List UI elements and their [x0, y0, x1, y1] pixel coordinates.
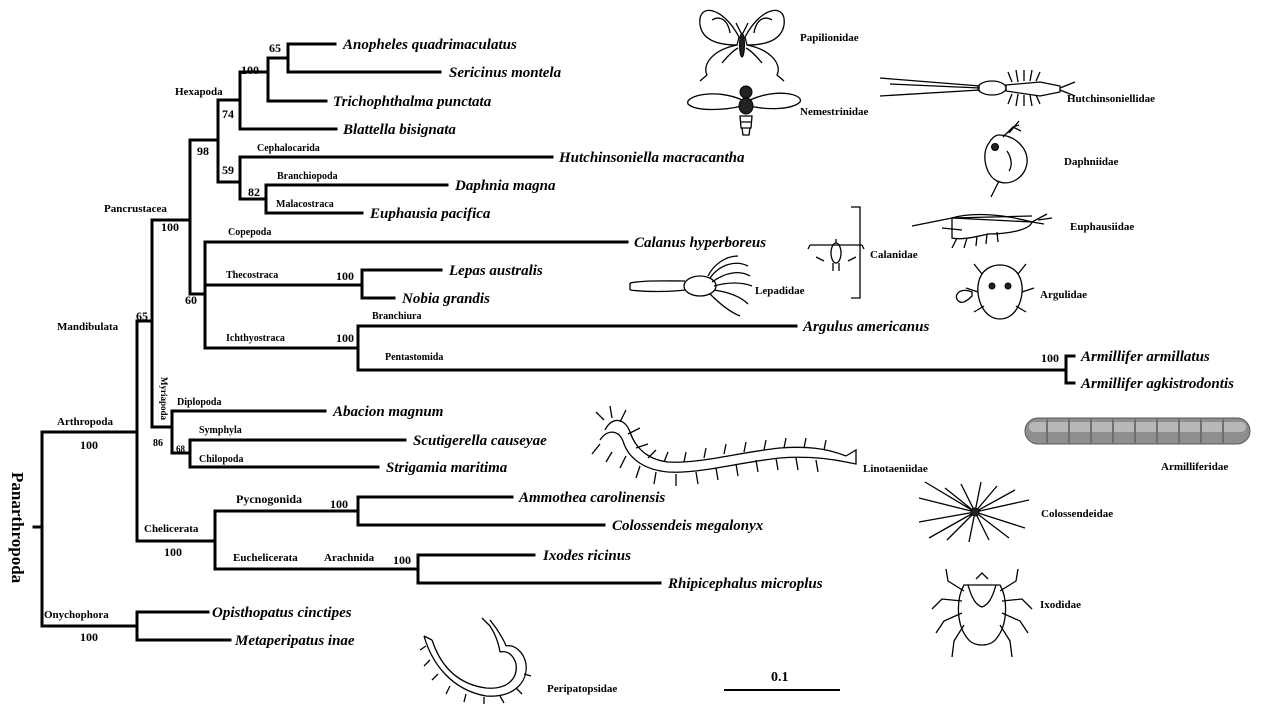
taxon-label: Rhipicephalus microplus: [667, 576, 823, 592]
taxon-label: Nobia grandis: [401, 291, 490, 307]
taxon-label: Armillifer agkistrodontis: [1080, 376, 1234, 392]
clade-label: Pentastomida: [385, 352, 443, 363]
butterfly-icon: [699, 9, 785, 82]
taxon-label: Metaperipatus inae: [234, 633, 355, 649]
calanidae-bracket-icon: [851, 206, 861, 299]
family-label: Papilionidae: [800, 32, 859, 44]
cephalocarid-icon: [879, 69, 1076, 107]
fish-louse-icon: [955, 263, 1035, 320]
clade-label: Branchiura: [372, 311, 421, 322]
support-value: 59: [222, 163, 234, 177]
clade-label: Onychophora: [44, 609, 109, 621]
family-label: Argulidae: [1040, 289, 1087, 301]
scale-bar: 0.1: [724, 670, 840, 691]
support-value: 100: [80, 630, 98, 644]
krill-icon: [911, 213, 1053, 249]
clade-label: Chelicerata: [144, 523, 199, 535]
clade-label: Pancrustacea: [104, 203, 167, 215]
taxon-label: Armillifer armillatus: [1080, 349, 1210, 365]
clade-label: Thecostraca: [226, 270, 278, 281]
taxon-label: Argulus americanus: [802, 319, 929, 335]
clade-label: Branchiopoda: [277, 171, 338, 182]
tree-branches: [32, 42, 1076, 642]
clade-label: Mandibulata: [57, 321, 119, 333]
clade-label: Cephalocarida: [257, 143, 320, 154]
support-value: 100: [1041, 351, 1059, 365]
family-labels: Papilionidae Nemestrinidae Hutchinsoniel…: [547, 32, 1228, 695]
support-value: 68: [176, 444, 186, 454]
support-value: 100: [161, 220, 179, 234]
taxon-label: Daphnia magna: [454, 178, 556, 194]
water-flea-icon: [984, 120, 1028, 198]
family-label: Euphausiidae: [1070, 221, 1134, 233]
clade-label: Euchelicerata: [233, 552, 298, 564]
taxon-label: Ixodes ricinus: [542, 548, 631, 564]
clade-label: Copepoda: [228, 227, 271, 238]
copepod-icon: [807, 239, 865, 271]
family-label: Armilliferidae: [1161, 461, 1228, 473]
support-value: 86: [153, 438, 163, 449]
clade-label: Arthropoda: [57, 416, 114, 428]
taxon-label: Euphausia pacifica: [369, 206, 491, 222]
clade-labels: Hexapoda Cephalocarida Branchiopoda Mala…: [8, 86, 443, 621]
family-label: Nemestrinidae: [800, 106, 869, 118]
support-value: 98: [197, 144, 209, 158]
taxon-label: Colossendeis megalonyx: [612, 518, 764, 534]
taxon-label: Strigamia maritima: [386, 460, 508, 476]
family-label: Daphniidae: [1064, 156, 1119, 168]
clade-label: Symphyla: [199, 425, 242, 436]
taxon-labels: Anopheles quadrimaculatus Sericinus mont…: [212, 37, 1234, 649]
clade-label: Ichthyostraca: [226, 333, 285, 344]
taxon-label: Hutchinsoniella macracantha: [558, 150, 745, 166]
family-label: Linotaeniidae: [863, 463, 928, 475]
taxon-label: Ammothea carolinensis: [518, 490, 665, 506]
clade-label: Diplopoda: [177, 397, 221, 408]
support-value: 100: [80, 438, 98, 452]
support-value: 100: [164, 545, 182, 559]
velvet-worm-icon: [419, 617, 532, 704]
support-value: 60: [185, 293, 197, 307]
clade-label: Hexapoda: [175, 86, 223, 98]
support-value: 100: [241, 63, 259, 77]
taxon-label: Calanus hyperboreus: [634, 235, 766, 251]
family-label: Hutchinsoniellidae: [1067, 93, 1155, 105]
family-label: Lepadidae: [755, 285, 805, 297]
taxon-label: Blattella bisignata: [342, 122, 456, 138]
clade-label: Pycnogonida: [236, 492, 302, 506]
taxon-label: Abacion magnum: [332, 404, 443, 420]
taxon-label: Trichophthalma punctata: [333, 94, 492, 110]
support-values: 65 100 74 98 59 82 100 100 60 100 100 65…: [80, 41, 1059, 644]
taxon-label: Anopheles quadrimaculatus: [342, 37, 517, 53]
support-value: 82: [248, 185, 260, 199]
clade-label: Arachnida: [324, 552, 375, 564]
fly-icon: [687, 85, 801, 136]
support-value: 74: [222, 107, 234, 121]
clade-label: Myriapoda: [159, 377, 169, 421]
support-value: 100: [393, 553, 411, 567]
support-value: 100: [330, 497, 348, 511]
barnacle-icon: [629, 255, 753, 317]
taxon-label: Sericinus montela: [449, 65, 562, 81]
family-label: Calanidae: [870, 249, 918, 261]
taxon-label: Lepas australis: [448, 263, 543, 279]
centipede-icon: [591, 405, 857, 486]
support-value: 65: [269, 41, 281, 55]
clade-label: Chilopoda: [199, 454, 243, 465]
root-label: Panarthropoda: [8, 472, 27, 584]
family-label: Ixodidae: [1040, 599, 1081, 611]
clade-label: Malacostraca: [276, 199, 334, 210]
support-value: 100: [336, 331, 354, 345]
sea-spider-icon: [918, 481, 1030, 543]
tick-icon: [931, 568, 1033, 658]
taxon-label: Opisthopatus cinctipes: [212, 605, 352, 621]
scale-bar-label: 0.1: [771, 670, 789, 685]
support-value: 100: [336, 269, 354, 283]
family-label: Peripatopsidae: [547, 683, 617, 695]
family-label: Colossendeidae: [1041, 508, 1113, 520]
tongue-worm-icon: [1024, 417, 1251, 445]
support-value: 65: [136, 309, 148, 323]
taxon-label: Scutigerella causeyae: [413, 433, 547, 449]
